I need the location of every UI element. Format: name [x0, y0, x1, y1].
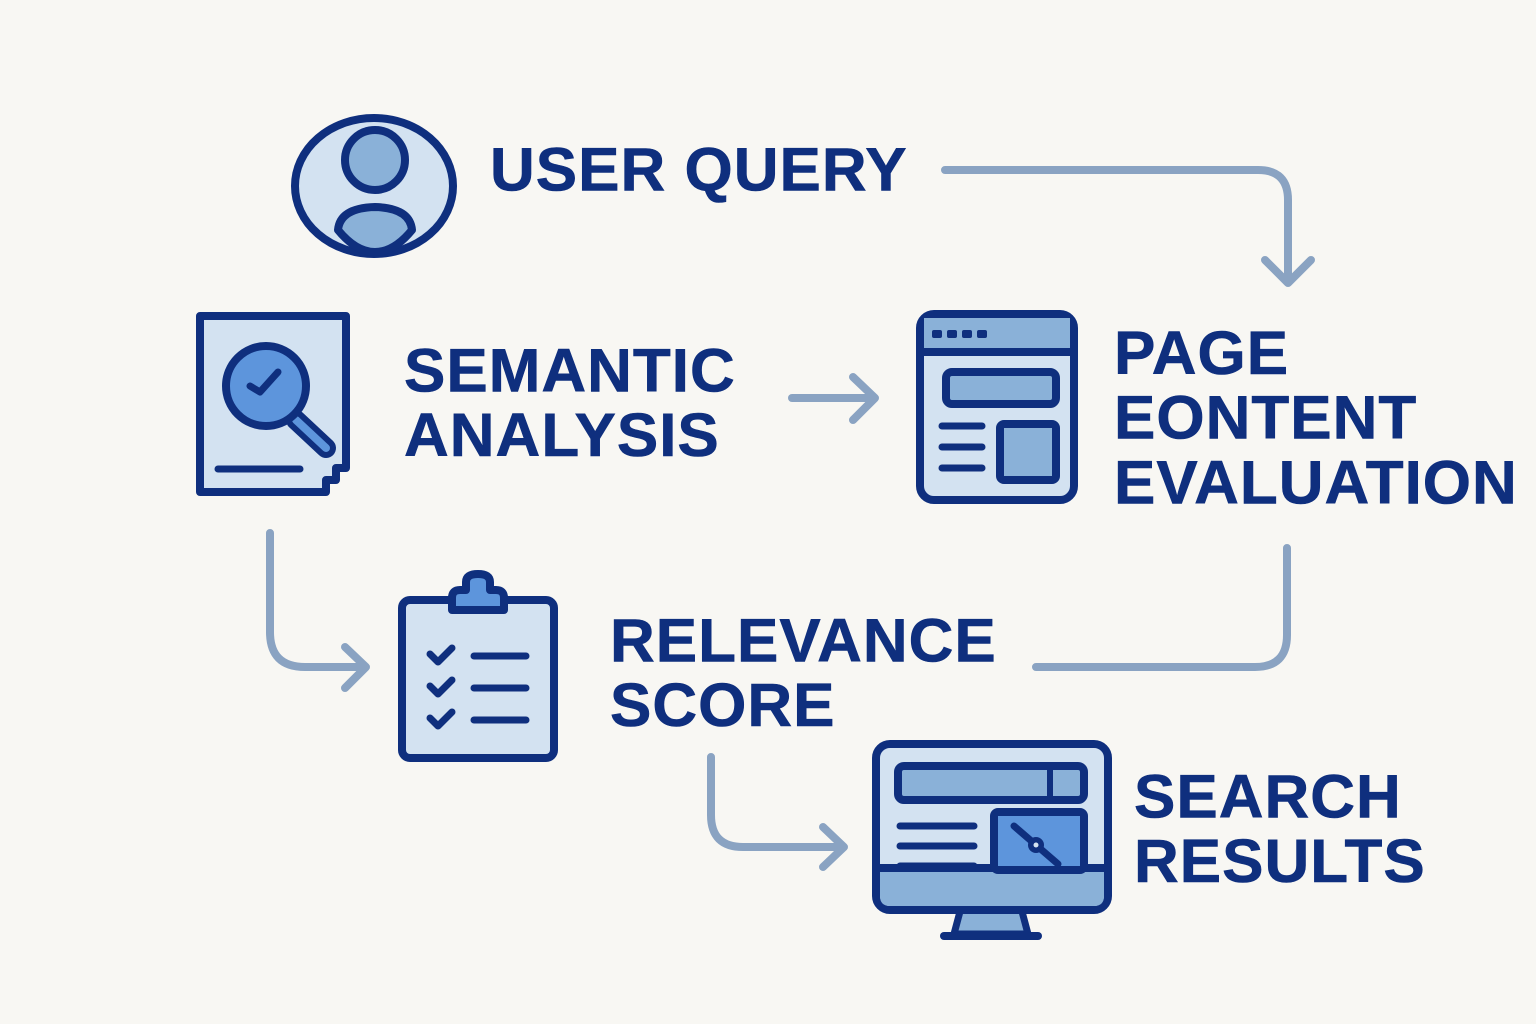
label-line: RELEVANCE — [610, 607, 997, 675]
node-label-semantic-analysis: SEMANTIC ANALYSIS — [404, 337, 736, 470]
monitor-results-icon — [872, 740, 1112, 940]
node-label-relevance-score: RELEVANCE SCORE — [610, 607, 997, 740]
label-line: ANALYSIS — [404, 402, 720, 470]
edge-page-content-to-relevance — [1032, 544, 1291, 671]
edge-semantic-to-page-content — [788, 373, 879, 424]
label-line: PAGE — [1114, 320, 1290, 388]
node-label-search-results: SEARCH RESULTS — [1134, 763, 1426, 896]
web-page-icon — [916, 310, 1078, 504]
label-line: RESULTS — [1134, 828, 1426, 896]
clipboard-checklist-icon — [398, 570, 558, 762]
label-line: EVALUATION — [1114, 449, 1518, 517]
edge-semantic-to-relevance — [266, 529, 370, 692]
edge-user-query-to-page-content — [941, 166, 1315, 287]
user-avatar-icon — [291, 114, 457, 258]
node-label-user-query: USER QUERY — [490, 136, 908, 205]
document-magnifier-icon — [196, 312, 350, 496]
label-line: SEMANTIC — [404, 337, 736, 405]
label-line: SCORE — [610, 672, 836, 740]
edge-relevance-to-search-results — [707, 753, 848, 871]
node-label-page-content-evaluation: PAGE EONTENT EVALUATION — [1114, 320, 1518, 517]
label-line: SEARCH — [1134, 763, 1402, 831]
label-line: EONTENT — [1114, 384, 1418, 453]
label-line: USER QUERY — [490, 136, 908, 205]
